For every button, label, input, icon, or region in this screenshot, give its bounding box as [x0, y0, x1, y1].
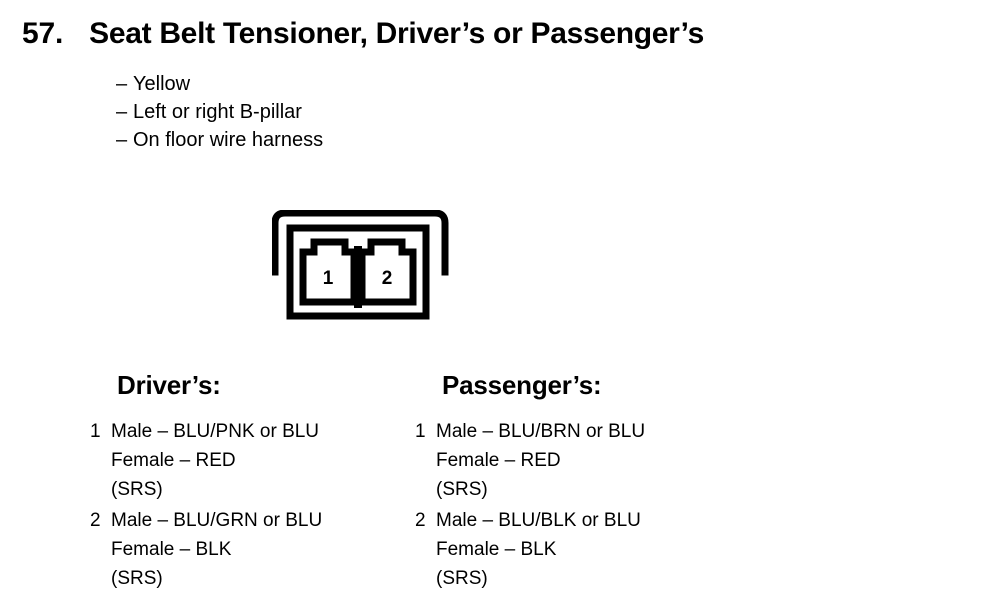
pin-line-male: Male – BLU/PNK or BLU [111, 421, 320, 442]
page-title: 57. Seat Belt Tensioner, Driver’s or Pas… [22, 17, 704, 51]
list-item: – On floor wire harness [116, 126, 323, 154]
pin-index: 2 [90, 510, 101, 531]
pin-group: 2 Male – BLU/BLK or BLU Female – BLK (SR… [415, 506, 645, 593]
item-number: 57. [22, 17, 64, 50]
pinout-column-passengers: Passenger’s: 1 Male – BLU/BRN or BLU Fem… [415, 370, 645, 595]
pin-line-system: (SRS) [111, 479, 163, 500]
list-item: – Yellow [116, 70, 323, 98]
pinout-column-drivers: Driver’s: 1 Male – BLU/PNK or BLU Female… [90, 370, 322, 595]
list-item: – Left or right B-pillar [116, 98, 323, 126]
pin-line-female: Female – BLK [111, 539, 232, 560]
attribute-label: Yellow [133, 73, 191, 95]
pin-index: 2 [415, 510, 426, 531]
connector-diagram: 1 2 [272, 210, 452, 322]
pin-group: 2 Male – BLU/GRN or BLU Female – BLK (SR… [90, 506, 322, 593]
column-heading-passengers: Passenger’s: [442, 370, 602, 400]
pin-group: 1 Male – BLU/BRN or BLU Female – RED (SR… [415, 417, 645, 504]
dash-marker-icon: – [116, 73, 128, 95]
pin-line-system: (SRS) [436, 479, 488, 500]
pin-detail: Male – BLU/PNK or BLU Female – RED (SRS) [111, 417, 319, 504]
pin-group: 1 Male – BLU/PNK or BLU Female – RED (SR… [90, 417, 322, 504]
pin-line-male: Male – BLU/BLK or BLU [436, 510, 641, 531]
attribute-list: – Yellow – Left or right B-pillar – On f… [116, 70, 323, 154]
connector-body-outline [286, 224, 430, 320]
pin-line-female: Female – BLK [436, 539, 557, 560]
connector-outer-shell-outline [272, 210, 449, 276]
connector-divider-rib [354, 246, 362, 308]
column-heading-drivers: Driver’s: [117, 370, 221, 400]
pin-line-system: (SRS) [111, 568, 163, 589]
dash-marker-icon: – [116, 101, 128, 123]
pin-line-male: Male – BLU/GRN or BLU [111, 510, 323, 531]
pin-line-system: (SRS) [436, 568, 488, 589]
pin-detail: Male – BLU/GRN or BLU Female – BLK (SRS) [111, 506, 322, 593]
connector-cavity-2-outline [358, 238, 417, 306]
pin-detail: Male – BLU/BLK or BLU Female – BLK (SRS) [436, 506, 641, 593]
attribute-label: Left or right B-pillar [133, 101, 302, 123]
dash-marker-icon: – [116, 129, 128, 151]
attribute-label: On floor wire harness [133, 129, 324, 151]
pin-line-female: Female – RED [436, 450, 561, 471]
cavity-number-1: 1 [323, 268, 334, 289]
pin-line-female: Female – RED [111, 450, 236, 471]
pin-line-male: Male – BLU/BRN or BLU [436, 421, 646, 442]
pin-index: 1 [90, 421, 101, 442]
pin-index: 1 [415, 421, 426, 442]
cavity-number-2: 2 [382, 268, 393, 289]
title-text: Seat Belt Tensioner, Driver’s or Passeng… [89, 17, 704, 50]
pin-detail: Male – BLU/BRN or BLU Female – RED (SRS) [436, 417, 645, 504]
